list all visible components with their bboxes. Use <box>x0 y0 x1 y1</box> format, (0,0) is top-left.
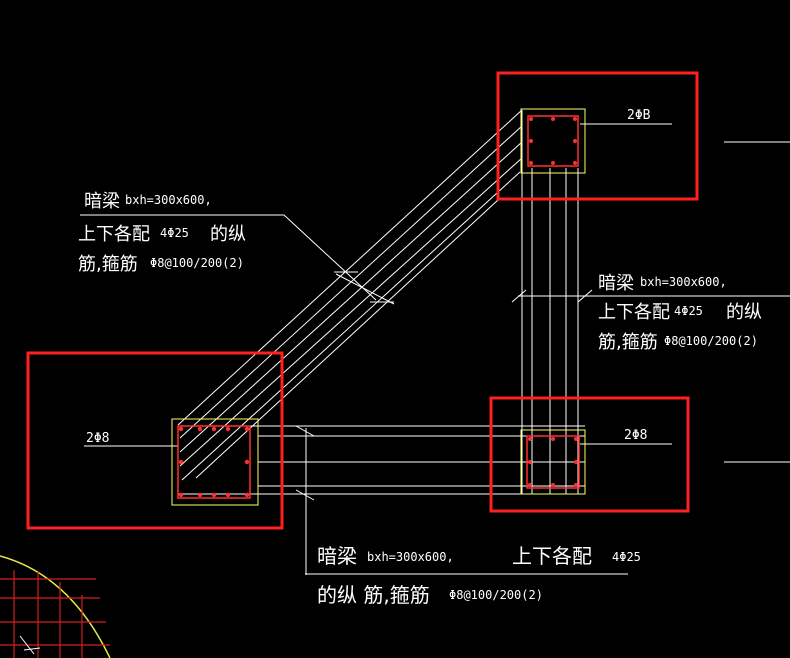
highlight-box-top-right <box>496 71 699 201</box>
rebar-dot <box>528 483 532 487</box>
rebar-cage <box>526 435 580 489</box>
column-label-top-right: 2ΦB <box>627 108 651 123</box>
column-outline <box>520 108 586 174</box>
annotation-rebar-prefix: 上下各配 <box>598 302 670 323</box>
rebar-dot <box>574 483 578 487</box>
rebar-dot <box>178 492 184 498</box>
beam-edge-line <box>179 141 523 453</box>
rebar-dot <box>197 426 203 432</box>
rebar-dot <box>573 139 577 143</box>
rebar-dot <box>225 426 231 432</box>
beam-edge-line <box>181 171 521 481</box>
annotation-title: 暗梁 <box>84 191 120 212</box>
annotation-size: bxh=300x600, <box>125 193 212 207</box>
beam-edge-line <box>177 109 523 426</box>
annotation-rebar-spec: 4Φ25 <box>160 226 189 240</box>
rebar-cage <box>527 115 579 167</box>
column-bottom-right <box>520 429 586 495</box>
rebar-dot <box>225 492 231 498</box>
rebar-dot <box>573 117 577 121</box>
rebar-dot <box>178 426 184 432</box>
column-left <box>171 418 259 506</box>
rebar-dot <box>244 492 250 498</box>
annotation-horizontal-beam: 暗梁 bxh=300x600, 上下各配 4Φ25 的纵 筋,箍筋 Φ8@100… <box>317 544 641 607</box>
rebar-dot <box>211 492 217 498</box>
section-marks <box>295 141 790 575</box>
beam-edge-line <box>179 157 523 467</box>
annotation-rebar-suffix: 的纵 <box>210 224 246 245</box>
annotation-size: bxh=300x600, <box>367 550 454 564</box>
annotation-title: 暗梁 <box>317 544 357 568</box>
highlight-box-bottom-right <box>489 396 690 513</box>
column-outline <box>171 418 259 506</box>
highlight-boxes <box>26 71 699 530</box>
column-label-bottom-right: 2Φ8 <box>624 428 647 443</box>
annotation-size: bxh=300x600, <box>640 275 727 289</box>
rebar-dot <box>529 161 533 165</box>
grid-tick <box>19 635 35 655</box>
arc-grid-fragment <box>0 555 111 658</box>
annotation-rebar-prefix: 上下各配 <box>78 224 150 245</box>
annotation-rebar-prefix: 上下各配 <box>512 544 592 568</box>
diagonal-beam <box>177 109 523 481</box>
rebar-dot <box>551 483 555 487</box>
section-tick <box>295 425 315 437</box>
annotation-rebar-spec: 4Φ25 <box>612 550 641 564</box>
rebar-dot <box>244 426 250 432</box>
annotation-stirrup-prefix: 的纵 筋,箍筋 <box>317 583 430 607</box>
annotation-rebar-spec: 4Φ25 <box>674 304 703 318</box>
annotation-title: 暗梁 <box>598 273 634 294</box>
rebar-dot <box>551 117 555 121</box>
rebar-dot <box>529 117 533 121</box>
rebar-dot <box>529 139 533 143</box>
column-label-left: 2Φ8 <box>86 431 109 446</box>
column-top-right <box>520 108 586 174</box>
rebar-dot <box>574 437 578 441</box>
annotation-stirrup-spec: Φ8@100/200(2) <box>664 334 758 348</box>
annotation-rebar-suffix: 的纵 <box>726 302 762 323</box>
rebar-dot <box>211 426 217 432</box>
rebar-dot <box>551 161 555 165</box>
rebar-dot <box>528 437 532 441</box>
rebar-dot <box>178 459 184 465</box>
column-outline <box>520 429 586 495</box>
rebar-dot <box>528 460 532 464</box>
section-tick <box>295 489 315 501</box>
rebar-dot <box>574 460 578 464</box>
horizontal-beam <box>178 425 585 495</box>
rebar-cage <box>177 425 251 499</box>
leader-line <box>80 214 377 301</box>
annotation-stirrup-prefix: 筋,箍筋 <box>78 254 138 275</box>
highlight-box-left <box>26 351 284 530</box>
rebar-dot <box>573 161 577 165</box>
rebar-dot <box>197 492 203 498</box>
rebar-dot <box>244 459 250 465</box>
annotation-stirrup-spec: Φ8@100/200(2) <box>150 256 244 270</box>
annotation-stirrup-spec: Φ8@100/200(2) <box>449 588 543 602</box>
annotation-vertical-beam: 暗梁 bxh=300x600, 上下各配 4Φ25 的纵 筋,箍筋 Φ8@100… <box>598 273 762 353</box>
beam-edge-line <box>195 199 499 479</box>
annotation-diagonal-beam: 暗梁 bxh=300x600, 上下各配 4Φ25 的纵 筋,箍筋 Φ8@100… <box>78 191 246 275</box>
annotation-stirrup-prefix: 筋,箍筋 <box>598 332 658 353</box>
grid-tick <box>23 647 41 651</box>
boundary-arc <box>0 555 111 658</box>
rebar-dot <box>551 437 555 441</box>
section-cut-line <box>335 273 395 305</box>
annotation-leaders <box>80 123 672 575</box>
